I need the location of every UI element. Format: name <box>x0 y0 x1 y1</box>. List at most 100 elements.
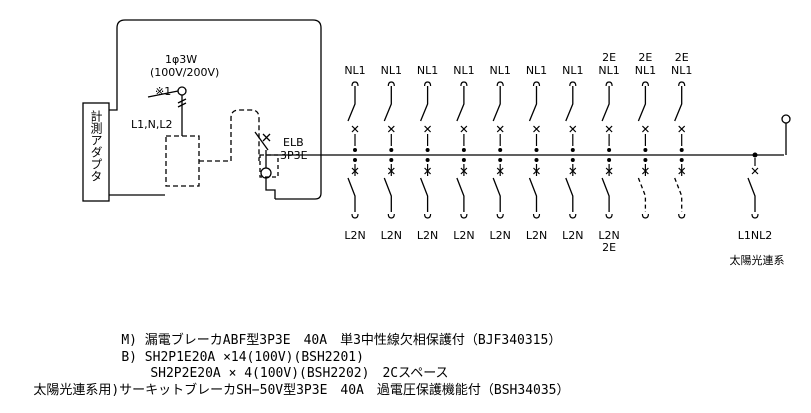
upper-switch <box>383 86 392 122</box>
branch-top-label: NL1 <box>562 64 583 77</box>
terminal-hook <box>569 81 577 87</box>
lower-switch <box>601 177 610 212</box>
lower-switch <box>383 177 392 212</box>
bus-connection-dot <box>498 158 503 162</box>
branch-bottom-label: L2N <box>526 229 547 242</box>
note-text: サーキットブレーカSH−50V型3P3E 40A 過電圧保護機能付（BSH340… <box>119 383 570 398</box>
bus-connection-dot <box>607 158 612 162</box>
bus-connection-dot <box>679 158 684 162</box>
branch-top-label: 2E <box>602 51 616 64</box>
branch-bottom-label: 2E <box>602 241 616 254</box>
contact-mark <box>387 167 395 175</box>
supply-terminal <box>177 86 187 96</box>
note-text: SH2P2E20A × 4(100V)(BSH2202) 2Cスペース <box>150 366 449 381</box>
upper-switch <box>601 86 610 122</box>
terminal-hook <box>678 81 686 87</box>
lower-switch <box>565 177 574 212</box>
lower-switch <box>637 177 647 212</box>
branch-bottom-label: L2N <box>417 229 438 242</box>
measurement-adapter-box <box>82 102 110 202</box>
branch-top-label: NL1 <box>635 64 656 77</box>
busbar-end-terminal <box>781 114 791 124</box>
note-prefix: 太陽光連系用) <box>33 383 120 398</box>
branch-bottom-label: L2N <box>598 229 619 242</box>
contact-mark <box>424 167 432 175</box>
terminal-hook <box>751 213 759 219</box>
terminal-hook <box>532 213 541 219</box>
contact-mark <box>641 167 649 175</box>
contact-mark <box>569 125 577 133</box>
upper-switch <box>528 86 538 122</box>
lower-switch <box>674 177 683 212</box>
contact-mark <box>533 125 540 133</box>
bus-connection-dot <box>643 158 648 162</box>
terminal-hook <box>460 213 468 219</box>
elb-switch <box>254 131 269 151</box>
contact-mark <box>751 167 759 175</box>
contact-mark <box>605 167 613 175</box>
single-line-diagram: NL1L2NNL1L2NNL1L2NNL1L2NNL1L2NNL1L2NNL1L… <box>82 19 791 267</box>
lower-switch <box>347 177 356 212</box>
bus-connection-dot <box>461 158 466 162</box>
branch-top-label: NL1 <box>598 64 619 77</box>
bus-connection-dot <box>389 148 394 152</box>
contact-mark <box>678 125 686 133</box>
bus-connection-dot <box>679 148 684 152</box>
lower-switch <box>456 177 465 212</box>
terminal-hook <box>424 81 432 87</box>
upper-switch <box>674 86 683 122</box>
terminal-hook <box>351 213 359 219</box>
note-text: SH2P1E20A ×14(100V)(BSH2201) <box>144 350 364 365</box>
bus-connection-dot <box>570 158 575 162</box>
terminal-hook <box>496 81 504 87</box>
branch-circuits: NL1L2NNL1L2NNL1L2NNL1L2NNL1L2NNL1L2NNL1L… <box>344 51 692 254</box>
bus-connection-dot <box>353 148 357 152</box>
terminal-hook <box>387 81 395 87</box>
supply-mark: ※1 <box>155 85 171 98</box>
note-prefix: B) <box>121 350 137 365</box>
branch-top-label: NL1 <box>417 64 438 77</box>
terminal-hook <box>641 213 649 219</box>
contact-mark <box>605 125 613 133</box>
contact-mark <box>351 125 359 133</box>
note-text: 漏電ブレーカABF型3P3E 40A 単3中性線欠相保護付（BJF340315） <box>144 333 562 348</box>
terminal-hook <box>678 213 686 219</box>
bus-connection-dot <box>643 148 648 152</box>
branch-bottom-label: L2N <box>453 229 474 242</box>
branch-top-label: NL1 <box>381 64 402 77</box>
contact-mark <box>496 125 504 133</box>
terminal-hook <box>605 81 613 87</box>
bus-connection-dot <box>425 158 430 162</box>
main-breaker-model: ELB <box>283 136 304 149</box>
bus-connection-dot <box>607 148 612 152</box>
terminal-hook <box>387 213 395 219</box>
terminal-hook <box>496 213 504 219</box>
bus-connection-dot <box>353 158 357 162</box>
supply-voltage: (100V/200V) <box>150 66 219 79</box>
terminal-hook <box>424 213 432 219</box>
bus-connection-dot <box>425 148 430 152</box>
branch-bottom-label: L2N <box>562 229 583 242</box>
branch-top-label: NL1 <box>490 64 511 77</box>
note-branch-breaker-1: B) SH2P1E20A ×14(100V)(BSH2201) <box>90 335 364 380</box>
branch-bottom-label: L2N <box>344 229 365 242</box>
terminal-hook <box>569 213 577 219</box>
branch-top-label: NL1 <box>344 64 365 77</box>
contact-mark <box>569 167 577 175</box>
adapter-wiring <box>109 19 322 200</box>
contact-mark <box>387 125 395 133</box>
upper-switch <box>492 86 501 122</box>
supply-phase: 1φ3W <box>165 53 197 66</box>
lines-label: L1,N,L2 <box>131 118 172 131</box>
bus-connection-dot <box>461 148 466 152</box>
branch-top-label: 2E <box>675 51 689 64</box>
branch-bottom-label: L2N <box>490 229 511 242</box>
